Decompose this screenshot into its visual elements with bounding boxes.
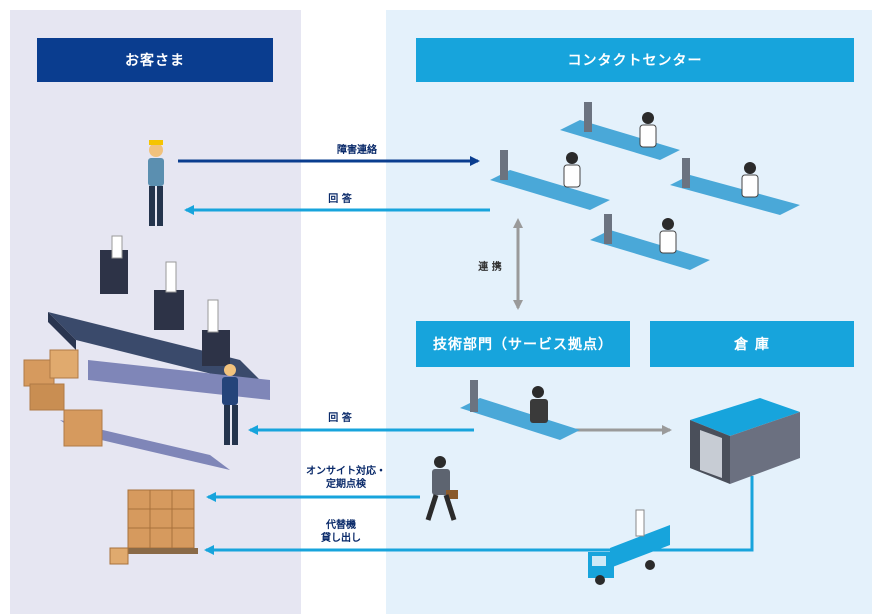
- customer-person-icon: [148, 140, 164, 226]
- replacement-label: 代替機 貸し出し: [296, 519, 386, 545]
- replacement-arrow: [204, 476, 754, 555]
- tech-dept-header: 技術部門（サービス拠点）: [416, 321, 630, 367]
- onsite-label-line2: 定期点検: [326, 479, 366, 490]
- field-technician-icon: [425, 456, 458, 521]
- factory-line-illustration: [48, 235, 270, 470]
- onsite-label-line1: オンサイト対応・: [306, 466, 386, 477]
- replacement-label-line1: 代替機: [326, 520, 356, 531]
- coordination-label: 連 携: [478, 262, 502, 273]
- contact-center-desks-illustration: [490, 102, 800, 270]
- customer-header: お客さま: [37, 38, 273, 82]
- reply-label-top: 回 答: [328, 194, 352, 205]
- fault-report-label: 障害連絡: [337, 145, 377, 156]
- onsite-label: オンサイト対応・ 定期点検: [286, 465, 406, 491]
- warehouse-header: 倉 庫: [650, 321, 854, 367]
- reply-label-tech: 回 答: [328, 413, 352, 424]
- contact-center-header: コンタクトセンター: [416, 38, 854, 82]
- replacement-label-line2: 貸し出し: [321, 533, 361, 544]
- contact-center-panel: [386, 10, 872, 614]
- delivery-truck-icon: [588, 509, 670, 585]
- tech-desk-illustration: [460, 380, 580, 440]
- boxes-stack-icon: [23, 349, 103, 447]
- pallet-boxes-icon: [109, 489, 198, 565]
- warehouse-icon: [690, 398, 800, 484]
